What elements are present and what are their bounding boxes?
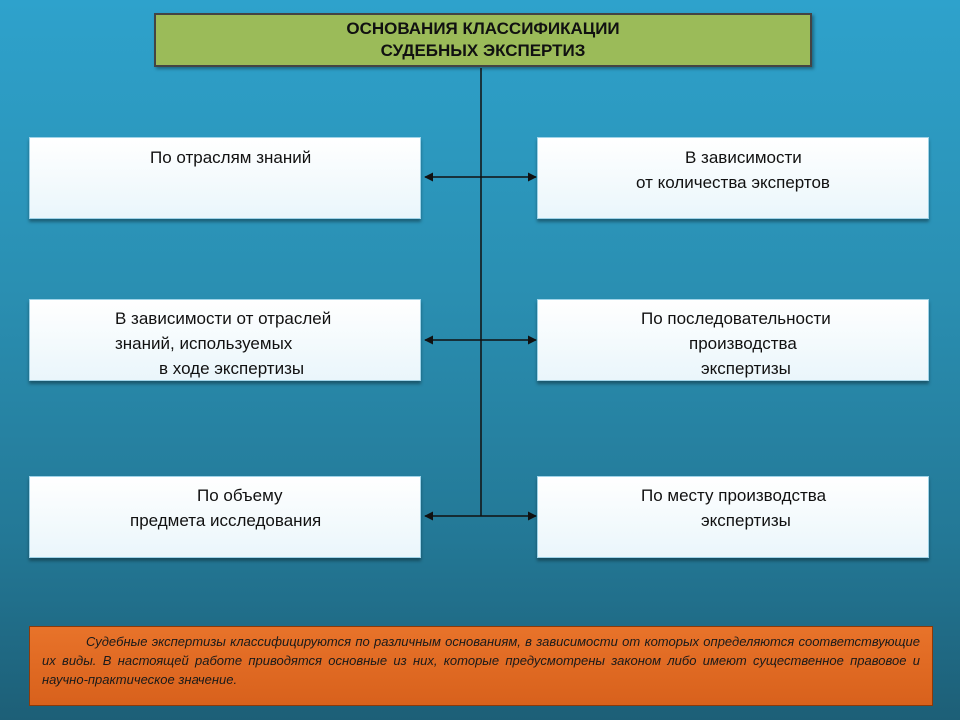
box-text-line: По месту производства [641,486,827,505]
box-by-sequence: По последовательности производства экспе… [537,299,929,381]
title-line-2: СУДЕБНЫХ ЭКСПЕРТИЗ [380,41,586,60]
box-text-line: от количества экспертов [636,173,830,192]
box-text-line: предмета исследования [130,511,322,530]
box-by-knowledge-branches: По отраслям знаний [29,137,421,219]
box-text-line: По объему [197,486,283,505]
box-text-line: По последовательности [641,309,831,328]
box-text-line: В зависимости [685,148,802,167]
box-by-place: По месту производства экспертизы [537,476,929,558]
title-line-1: ОСНОВАНИЯ КЛАССИФИКАЦИИ [346,19,620,38]
box-by-knowledge-used: В зависимости от отраслей знаний, исполь… [29,299,421,381]
box-text-line: В зависимости от отраслей [115,309,332,328]
note-text: Судебные экспертизы классифицируются по … [42,634,920,687]
box-text-line: знаний, используемых [115,334,293,353]
box-text-line: в ходе экспертизы [159,359,305,378]
note-box: Судебные экспертизы классифицируются по … [29,626,933,706]
box-text-line: По отраслям знаний [150,148,312,167]
box-by-number-of-experts: В зависимости от количества экспертов [537,137,929,219]
diagram-title: ОСНОВАНИЯ КЛАССИФИКАЦИИ СУДЕБНЫХ ЭКСПЕРТ… [154,13,812,67]
box-text-line: экспертизы [701,359,791,378]
box-text-line: производства [689,334,797,353]
box-by-subject-volume: По объему предмета исследования [29,476,421,558]
box-text-line: экспертизы [701,511,791,530]
